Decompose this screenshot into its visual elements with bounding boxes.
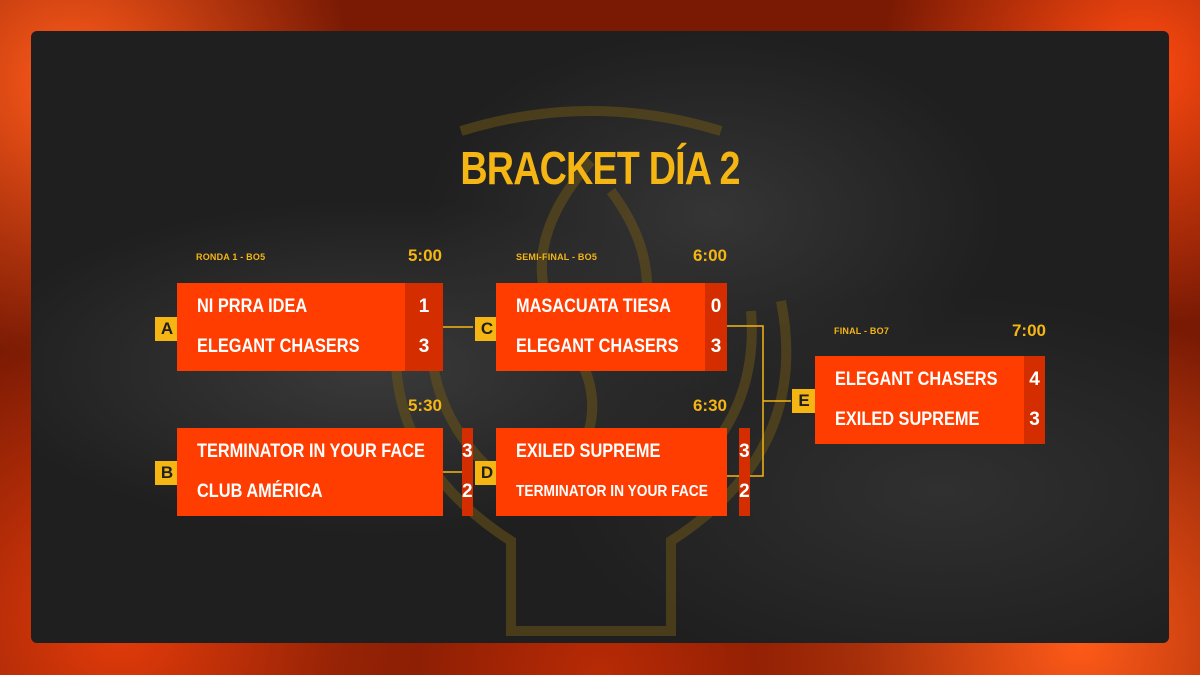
page-title: BRACKET DÍA 2 [460, 142, 740, 194]
match-d-letter: D [475, 461, 499, 485]
match-c-score2: 3 [710, 336, 722, 357]
match-a-time: 5:00 [407, 246, 442, 265]
match-b-score1: 3 [461, 441, 473, 462]
match-c-time: 6:00 [692, 246, 727, 265]
match-b-team2: CLUB AMÉRICA [197, 481, 323, 502]
match-b-score2: 2 [461, 481, 473, 502]
match-c-team2: ELEGANT CHASERS [516, 336, 679, 357]
match-b-time: 5:30 [407, 396, 442, 415]
match-e-card[interactable]: ELEGANT CHASERS EXILED SUPREME 4 3 [815, 356, 1045, 444]
match-a-card[interactable]: NI PRRA IDEA ELEGANT CHASERS 1 3 [177, 283, 443, 371]
match-e-team1: ELEGANT CHASERS [835, 369, 998, 390]
bracket-panel: BRACKET DÍA 2 RONDA 1 - BO5 5:00 A NI PR… [31, 31, 1169, 643]
match-a-letter: A [155, 317, 179, 341]
match-a-team1: NI PRRA IDEA [197, 296, 308, 317]
match-b-letter: B [155, 461, 179, 485]
match-d-team2: TERMINATOR IN YOUR FACE [516, 483, 708, 500]
match-d-card[interactable]: EXILED SUPREME TERMINATOR IN YOUR FACE 3… [496, 428, 750, 516]
match-d-score1: 3 [739, 441, 750, 462]
match-c-letter: C [475, 317, 499, 341]
match-d-score2: 2 [739, 481, 750, 502]
match-b-card[interactable]: TERMINATOR IN YOUR FACE CLUB AMÉRICA 3 2 [177, 428, 473, 516]
match-a-score1: 1 [418, 296, 430, 317]
match-e-score2: 3 [1029, 409, 1040, 430]
match-c-card[interactable]: MASACUATA TIESA ELEGANT CHASERS 0 3 [496, 283, 727, 371]
match-c-team1: MASACUATA TIESA [516, 296, 671, 317]
match-d-time: 6:30 [692, 396, 727, 415]
match-e-time: 7:00 [1011, 321, 1046, 340]
semifinal-label: SEMI-FINAL - BO5 [516, 252, 598, 262]
match-b-team1: TERMINATOR IN YOUR FACE [197, 441, 425, 462]
match-d-team1: EXILED SUPREME [516, 441, 661, 462]
match-a-score2: 3 [418, 336, 430, 357]
match-e-score1: 4 [1029, 369, 1040, 390]
final-label: FINAL - BO7 [834, 326, 890, 336]
match-a-team2: ELEGANT CHASERS [197, 336, 360, 357]
match-e-letter: E [792, 389, 816, 413]
round1-label: RONDA 1 - BO5 [196, 252, 266, 262]
match-c-score1: 0 [710, 296, 722, 317]
match-e-team2: EXILED SUPREME [835, 409, 980, 430]
